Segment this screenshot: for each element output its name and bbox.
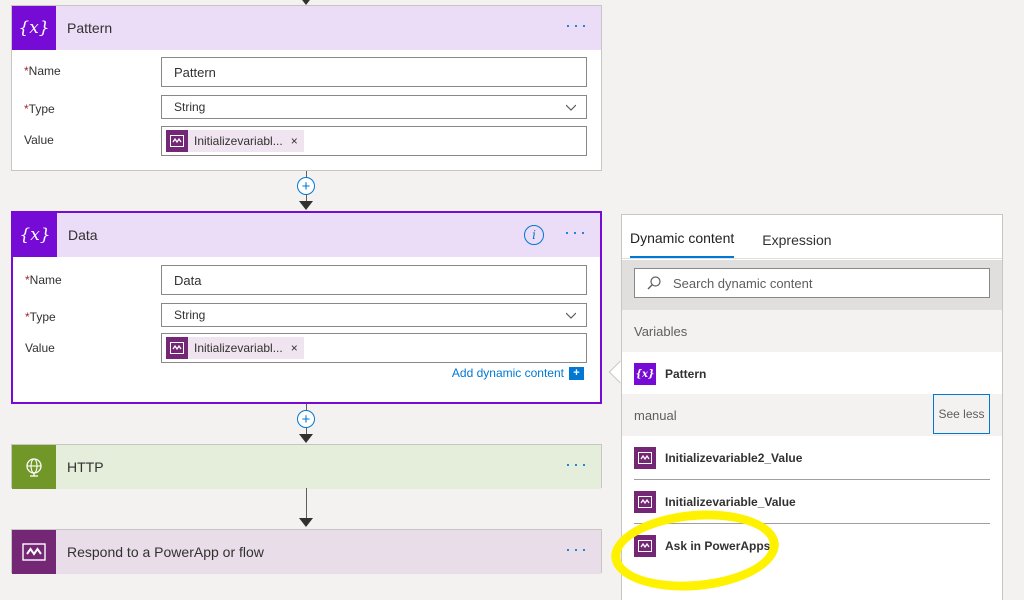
arrow-1 (299, 201, 313, 210)
search-area: Search dynamic content (622, 260, 1002, 310)
section-manual-label: manual (634, 407, 677, 423)
value-input[interactable]: Initializevariabl... × (161, 126, 587, 156)
arrow-top (299, 0, 313, 5)
tab-expression[interactable]: Expression (762, 232, 832, 248)
powerapps-badge (12, 530, 56, 574)
value-label: Value (25, 341, 55, 355)
data-card-header[interactable]: {x} Data i ··· (13, 213, 600, 257)
http-card-title: HTTP (67, 459, 104, 475)
variable-badge: {x} (13, 213, 57, 257)
see-less-button[interactable]: See less (933, 394, 990, 434)
variable-fx-icon: {x} (634, 363, 656, 385)
name-input[interactable]: Data (161, 265, 587, 295)
list-item[interactable]: Ask in PowerApps (634, 524, 990, 568)
type-select-value: String (174, 100, 206, 114)
token-label: Initializevariabl... (194, 134, 283, 148)
arrow-3 (299, 518, 313, 527)
variable-fx-icon: {x} (18, 18, 50, 38)
type-label: *Type (24, 102, 55, 116)
dynamic-content-panel: Dynamic content Expression Search dynami… (621, 214, 1003, 600)
add-dynamic-content-label: Add dynamic content (451, 366, 564, 380)
http-card-header[interactable]: HTTP ··· (12, 445, 601, 489)
list-item-label: Ask in PowerApps (665, 539, 771, 553)
powerapps-icon (166, 130, 188, 152)
dynamic-token[interactable]: Initializevariabl... × (166, 337, 304, 359)
list-item-label: Initializevariable_Value (665, 494, 796, 509)
variable-fx-icon: {x} (19, 225, 51, 245)
type-select[interactable]: String (161, 95, 587, 119)
type-select-value: String (174, 308, 206, 322)
search-icon (647, 276, 661, 290)
dynamic-token[interactable]: Initializevariabl... × (166, 130, 304, 152)
data-card[interactable]: {x} Data i ··· *Name Data *Type String V… (11, 211, 602, 404)
respond-card-title: Respond to a PowerApp or flow (67, 544, 264, 560)
add-step-icon[interactable]: + (297, 410, 315, 428)
respond-card-header[interactable]: Respond to a PowerApp or flow ··· (12, 530, 601, 574)
powerapps-icon (634, 535, 656, 557)
globe-icon (26, 458, 42, 477)
search-placeholder: Search dynamic content (673, 275, 813, 291)
panel-tabs: Dynamic content Expression (622, 215, 1002, 259)
add-dynamic-content-link[interactable]: Add dynamic content + (452, 366, 584, 380)
type-label: *Type (25, 310, 56, 324)
more-options-icon[interactable]: ··· (564, 222, 588, 242)
remove-token-icon[interactable]: × (290, 134, 298, 148)
name-label: *Name (24, 64, 61, 78)
http-card[interactable]: HTTP ··· (11, 444, 602, 489)
more-options-icon[interactable]: ··· (565, 454, 589, 474)
data-card-title: Data (68, 227, 98, 243)
list-item-label: Pattern (665, 367, 707, 381)
remove-token-icon[interactable]: × (290, 341, 298, 355)
search-input[interactable]: Search dynamic content (634, 268, 990, 298)
powerapps-icon (634, 490, 656, 513)
value-input[interactable]: Initializevariabl... × (161, 333, 587, 363)
list-item-label: Initializevariable2_Value (665, 450, 803, 465)
arrow-2 (299, 434, 313, 443)
section-manual: manual See less (622, 394, 1002, 436)
powerapps-icon (22, 543, 46, 561)
http-badge (12, 445, 56, 489)
value-label: Value (24, 133, 54, 147)
token-label: Initializevariabl... (194, 341, 283, 355)
info-icon[interactable]: i (524, 225, 544, 245)
pattern-card-header[interactable]: {x} Pattern ··· (12, 6, 601, 50)
connector-3 (306, 488, 307, 524)
more-options-icon[interactable]: ··· (565, 539, 589, 559)
pattern-card-title: Pattern (67, 20, 113, 36)
name-input[interactable]: Pattern (161, 57, 587, 87)
pattern-card[interactable]: {x} Pattern ··· *Name Pattern *Type Stri… (11, 5, 602, 171)
chevron-down-icon[interactable] (566, 102, 576, 112)
powerapps-icon (634, 446, 656, 469)
add-step-icon[interactable]: + (297, 177, 315, 195)
list-item[interactable]: Initializevariable2_Value (634, 436, 990, 480)
chevron-down-icon[interactable] (566, 310, 576, 320)
name-label: *Name (25, 273, 62, 287)
powerapps-icon (166, 337, 188, 359)
section-variables: Variables (622, 310, 1002, 352)
variable-badge: {x} (12, 6, 56, 50)
list-item[interactable]: Initializevariable_Value (634, 480, 990, 524)
list-item[interactable]: {x} Pattern (634, 352, 990, 396)
more-options-icon[interactable]: ··· (565, 15, 589, 35)
type-select[interactable]: String (161, 303, 587, 327)
respond-card[interactable]: Respond to a PowerApp or flow ··· (11, 529, 602, 574)
add-dynamic-icon: + (569, 366, 584, 380)
tab-dynamic-content[interactable]: Dynamic content (630, 230, 735, 258)
